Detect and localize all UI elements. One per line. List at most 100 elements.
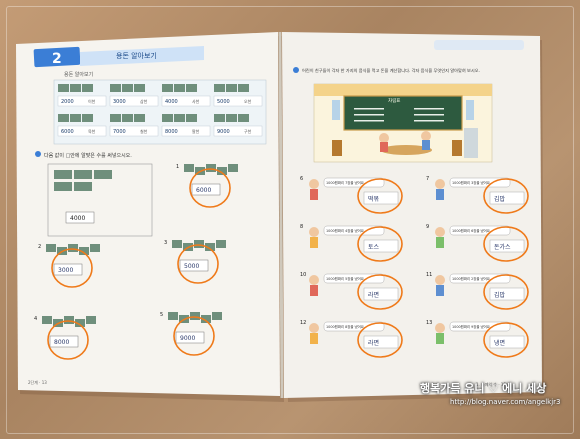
banknote-image — [217, 167, 227, 175]
banknote-image — [162, 84, 173, 92]
problem-number: 8 — [300, 224, 303, 230]
banknote-image — [134, 114, 145, 122]
money-unit: 이천 — [88, 98, 96, 104]
banknote-image — [70, 114, 81, 122]
banknote-image — [82, 84, 93, 92]
banknote-image — [186, 114, 197, 122]
banknote-image — [206, 164, 216, 172]
banknote-image — [190, 312, 200, 320]
banknote-image — [168, 312, 178, 320]
money-cell: 3000 삼천 — [109, 84, 159, 107]
orange-marker-circle — [177, 244, 219, 284]
section-label: 용돈 알아보기 — [64, 71, 93, 78]
orange-marker-circle — [357, 226, 403, 262]
problem-number: 11 — [426, 272, 432, 278]
problem-number: 6 — [300, 176, 303, 182]
money-value: 2000 — [61, 99, 74, 105]
banknote-image — [82, 114, 93, 122]
orange-marker-circle — [51, 248, 93, 288]
handwritten-answer: 김밥 — [494, 195, 506, 203]
money-value: 6000 — [61, 129, 74, 135]
problem-number: 7 — [426, 176, 429, 182]
banknote-image — [205, 243, 215, 251]
problem-question: 1000원짜리 9장을 냈어요. — [452, 324, 491, 329]
question-prompt: 다음 값이 □안에 알맞은 수를 써넣으시오. — [44, 152, 132, 159]
money-cell: 2000 이천 — [57, 84, 107, 107]
watermark-title: 행복가득 유니 ♡ 에니 세상 — [420, 382, 547, 395]
orange-marker-circle — [483, 322, 529, 358]
orange-marker-circle — [483, 178, 529, 214]
orange-marker-circle — [357, 274, 403, 310]
banknote-image — [194, 240, 204, 248]
child-illustration — [435, 275, 445, 285]
money-value: 3000 — [113, 99, 126, 105]
problem-number: 3 — [164, 240, 167, 246]
unit-title: 용돈 알아보기 — [116, 51, 157, 60]
banknote-image — [212, 312, 222, 320]
problem-question: 1000원짜리 6장을 냈어요. — [452, 228, 491, 233]
child-illustration — [309, 227, 319, 237]
money-unit: 칠천 — [140, 128, 148, 134]
money-value: 4000 — [165, 99, 178, 105]
child-illustration — [435, 323, 445, 333]
right-problem: 13 1000원짜리 9장을 냈어요. 냉면 — [426, 320, 529, 358]
banknote-image — [122, 84, 133, 92]
banknote-image — [90, 244, 100, 252]
child-illustration — [309, 275, 319, 285]
right-footer: 1. 화폐와 수 · 15 — [476, 381, 506, 387]
banknote-image — [184, 164, 194, 172]
handwritten-answer: 8000 — [54, 339, 69, 346]
banknote-image — [214, 84, 225, 92]
money-unit: 구천 — [244, 128, 252, 134]
watermark-url: http://blog.naver.com/angelkjr3 — [450, 398, 561, 406]
banknote-image — [75, 319, 85, 327]
photo-border — [6, 6, 574, 434]
handwritten-answer: 냉면 — [494, 339, 505, 347]
problem-number: 9 — [426, 224, 429, 230]
orange-marker-circle — [483, 274, 529, 310]
banknote-image — [58, 84, 69, 92]
banknote-image — [46, 244, 56, 252]
orange-marker-circle — [483, 226, 529, 262]
banknote-image — [122, 114, 133, 122]
money-cell: 6000 육천 — [57, 114, 107, 137]
banknote-image — [86, 316, 96, 324]
banknote-image — [172, 240, 182, 248]
banknote-image — [214, 114, 225, 122]
menu-title: 차림표 — [388, 97, 400, 104]
handwritten-answer: 김밥 — [494, 291, 506, 299]
problem-question: 1000원짜리 2장을 냈어요. — [452, 276, 491, 281]
orange-marker-circle — [357, 178, 403, 214]
money-unit: 삼천 — [140, 98, 148, 104]
problem-number: 10 — [300, 272, 306, 278]
money-unit: 팔천 — [192, 128, 200, 134]
money-value: 8000 — [165, 129, 178, 135]
problem-question: 1000원짜리 8장을 냈어요. — [326, 324, 365, 329]
orange-marker-circle — [357, 322, 403, 358]
blog-watermark: 행복가득 유니 ♡ 에니 세상 http://blog.naver.com/an… — [420, 380, 570, 406]
orange-marker-circle — [173, 316, 215, 356]
banknote-image — [238, 114, 249, 122]
banknote-image — [226, 84, 237, 92]
banknote-image — [42, 316, 52, 324]
banknote-image — [174, 84, 185, 92]
banknote-image — [216, 240, 226, 248]
right-instruction: 어린이 친구들이 각자 한 가지의 음식을 먹고 돈을 계산합니다. 각자 음식… — [302, 67, 480, 74]
problem-question: 1000원짜리 4장을 냈어요. — [326, 228, 365, 233]
money-unit: 육천 — [88, 128, 96, 134]
handwritten-answer: 돈가스 — [494, 243, 511, 251]
problem-question: 1000원짜리 3장을 냈어요. — [452, 180, 491, 185]
banknote-image — [162, 114, 173, 122]
problem-number: 13 — [426, 320, 432, 326]
handwritten-answer: 9000 — [180, 335, 195, 342]
